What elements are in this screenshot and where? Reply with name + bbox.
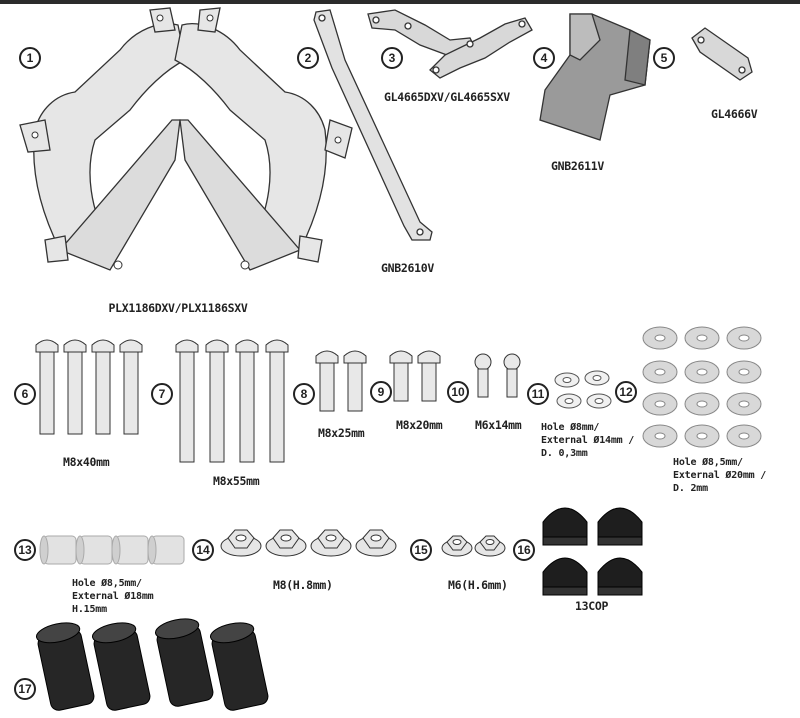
wedge-icon <box>539 13 651 141</box>
part-label-14: M8(H.8mm) <box>273 578 333 592</box>
part-label-5: GL4666V <box>711 107 758 121</box>
part-12-hole: Hole Ø8,5mm/ <box>673 457 743 468</box>
part-11-external: External Ø14mm / <box>541 435 635 446</box>
cap-icon <box>542 507 643 596</box>
callout-10: 10 <box>447 381 469 403</box>
bolt-m6x14-icon <box>474 353 521 398</box>
bolt-m8x20-icon <box>389 350 441 402</box>
link-plate-icon <box>691 27 753 81</box>
part-label-4: GNB2611V <box>551 159 604 173</box>
header-bar <box>0 0 800 4</box>
callout-5: 5 <box>653 47 675 69</box>
bar-icon <box>313 9 433 241</box>
part-label-15: M6(H.6mm) <box>448 578 508 592</box>
part-12-external: External Ø20mm / <box>673 470 767 481</box>
washer-small-icon <box>554 370 612 409</box>
callout-1: 1 <box>19 47 41 69</box>
spacer-icon <box>39 535 185 565</box>
part-label-10: M6x14mm <box>475 418 522 432</box>
part-label-1: PLX1186DXV/PLX1186SXV <box>108 301 248 315</box>
callout-11: 11 <box>527 383 549 405</box>
callout-9: 9 <box>370 381 392 403</box>
callout-17: 17 <box>14 678 36 700</box>
part-label-13: Hole Ø8,5mm/ External Ø18mm H.15mm <box>72 577 154 616</box>
bolt-m8x40-icon <box>35 339 143 435</box>
part-label-6: M8x40mm <box>63 455 110 469</box>
callout-12: 12 <box>615 381 637 403</box>
part-label-9: M8x20mm <box>396 418 443 432</box>
callout-16: 16 <box>513 539 535 561</box>
bracket-icon <box>367 9 533 79</box>
nut-m8-icon <box>220 529 397 557</box>
part-label-16: 13COP <box>575 599 609 613</box>
washer-large-icon <box>642 326 762 448</box>
part-label-12: Hole Ø8,5mm/ External Ø20mm / D. 2mm <box>673 456 766 495</box>
callout-3: 3 <box>381 47 403 69</box>
part-13-hole: Hole Ø8,5mm/ <box>72 578 142 589</box>
part-13-external: External Ø18mm <box>72 591 154 602</box>
part-label-7: M8x55mm <box>213 474 260 488</box>
callout-4: 4 <box>533 47 555 69</box>
part-label-11: Hole Ø8mm/ External Ø14mm / D. 0,3mm <box>541 421 634 460</box>
plug-icon <box>35 618 269 711</box>
callout-14: 14 <box>192 539 214 561</box>
nut-m6-icon <box>441 535 506 557</box>
part-13-height: H.15mm <box>72 604 107 615</box>
callout-7: 7 <box>151 383 173 405</box>
part-label-2: GNB2610V <box>381 261 434 275</box>
part-11-depth: D. 0,3mm <box>541 448 588 459</box>
bolt-m8x25-icon <box>315 350 367 412</box>
part-label-3: GL4665DXV/GL4665SXV <box>384 90 510 104</box>
callout-15: 15 <box>410 539 432 561</box>
callout-13: 13 <box>14 539 36 561</box>
callout-2: 2 <box>297 47 319 69</box>
callout-8: 8 <box>293 383 315 405</box>
part-11-hole: Hole Ø8mm/ <box>541 422 600 433</box>
callout-6: 6 <box>14 383 36 405</box>
frame-icon <box>19 7 353 271</box>
part-label-8: M8x25mm <box>318 426 365 440</box>
bolt-m8x55-icon <box>175 339 289 463</box>
part-12-depth: D. 2mm <box>673 483 708 494</box>
